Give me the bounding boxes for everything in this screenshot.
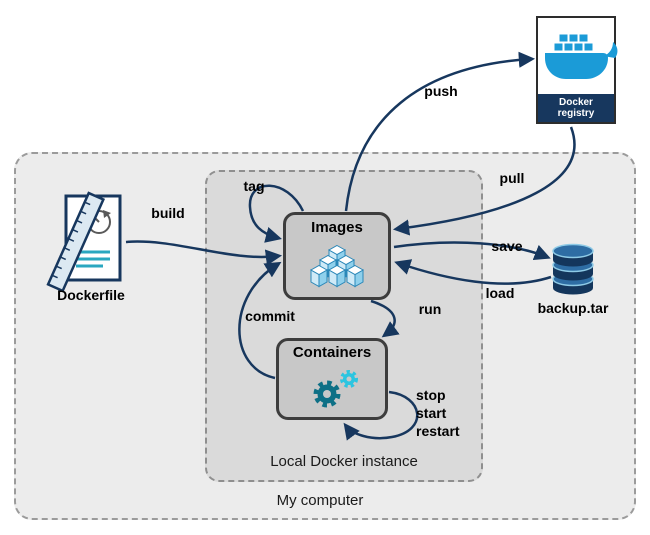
edge-tag-arrow — [248, 184, 305, 243]
backup-tar-label: backup.tar — [537, 300, 609, 316]
registry-label-line1: Docker — [559, 97, 593, 108]
edge-commit-arrow — [238, 261, 282, 380]
my-computer-label: My computer — [276, 492, 364, 509]
docker-whale-icon — [545, 33, 618, 79]
edge-label-stop-start-restart: stop start restart — [416, 386, 460, 440]
containers-label: Containers — [292, 344, 372, 361]
edge-pull-arrow — [392, 126, 576, 236]
edge-label-push: push — [424, 83, 458, 99]
images-label: Images — [311, 219, 363, 236]
edge-label-load: load — [485, 285, 515, 301]
local-docker-instance-label: Local Docker instance — [270, 453, 418, 470]
edge-label-pull: pull — [499, 170, 525, 186]
edge-push-arrow — [344, 51, 536, 212]
edge-label-build: build — [151, 205, 185, 221]
backup-tar-icon — [552, 243, 594, 295]
edge-label-stop: stop — [416, 387, 446, 403]
containers-gears-icon — [313, 370, 358, 408]
images-cubes-icon — [310, 245, 364, 287]
edge-label-tag: tag — [243, 178, 265, 194]
dockerfile-icon — [46, 191, 122, 293]
docker-registry-label: Docker registry — [538, 94, 614, 122]
edge-label-start: start — [416, 405, 447, 421]
edge-stop-start-restart-arrow — [343, 390, 419, 441]
edge-run-arrow — [370, 299, 400, 338]
ruler-icon — [46, 191, 106, 293]
edge-build-arrow — [125, 240, 283, 266]
arrow-edges — [125, 51, 576, 441]
dockerfile-label: Dockerfile — [57, 287, 125, 303]
edge-label-commit: commit — [245, 308, 295, 324]
edge-label-restart: restart — [416, 423, 460, 439]
edge-label-save: save — [491, 238, 523, 254]
registry-label-line2: registry — [557, 108, 595, 119]
edge-load-arrow — [394, 259, 552, 285]
edge-label-run: run — [418, 301, 442, 317]
edge-save-arrow — [393, 241, 551, 261]
